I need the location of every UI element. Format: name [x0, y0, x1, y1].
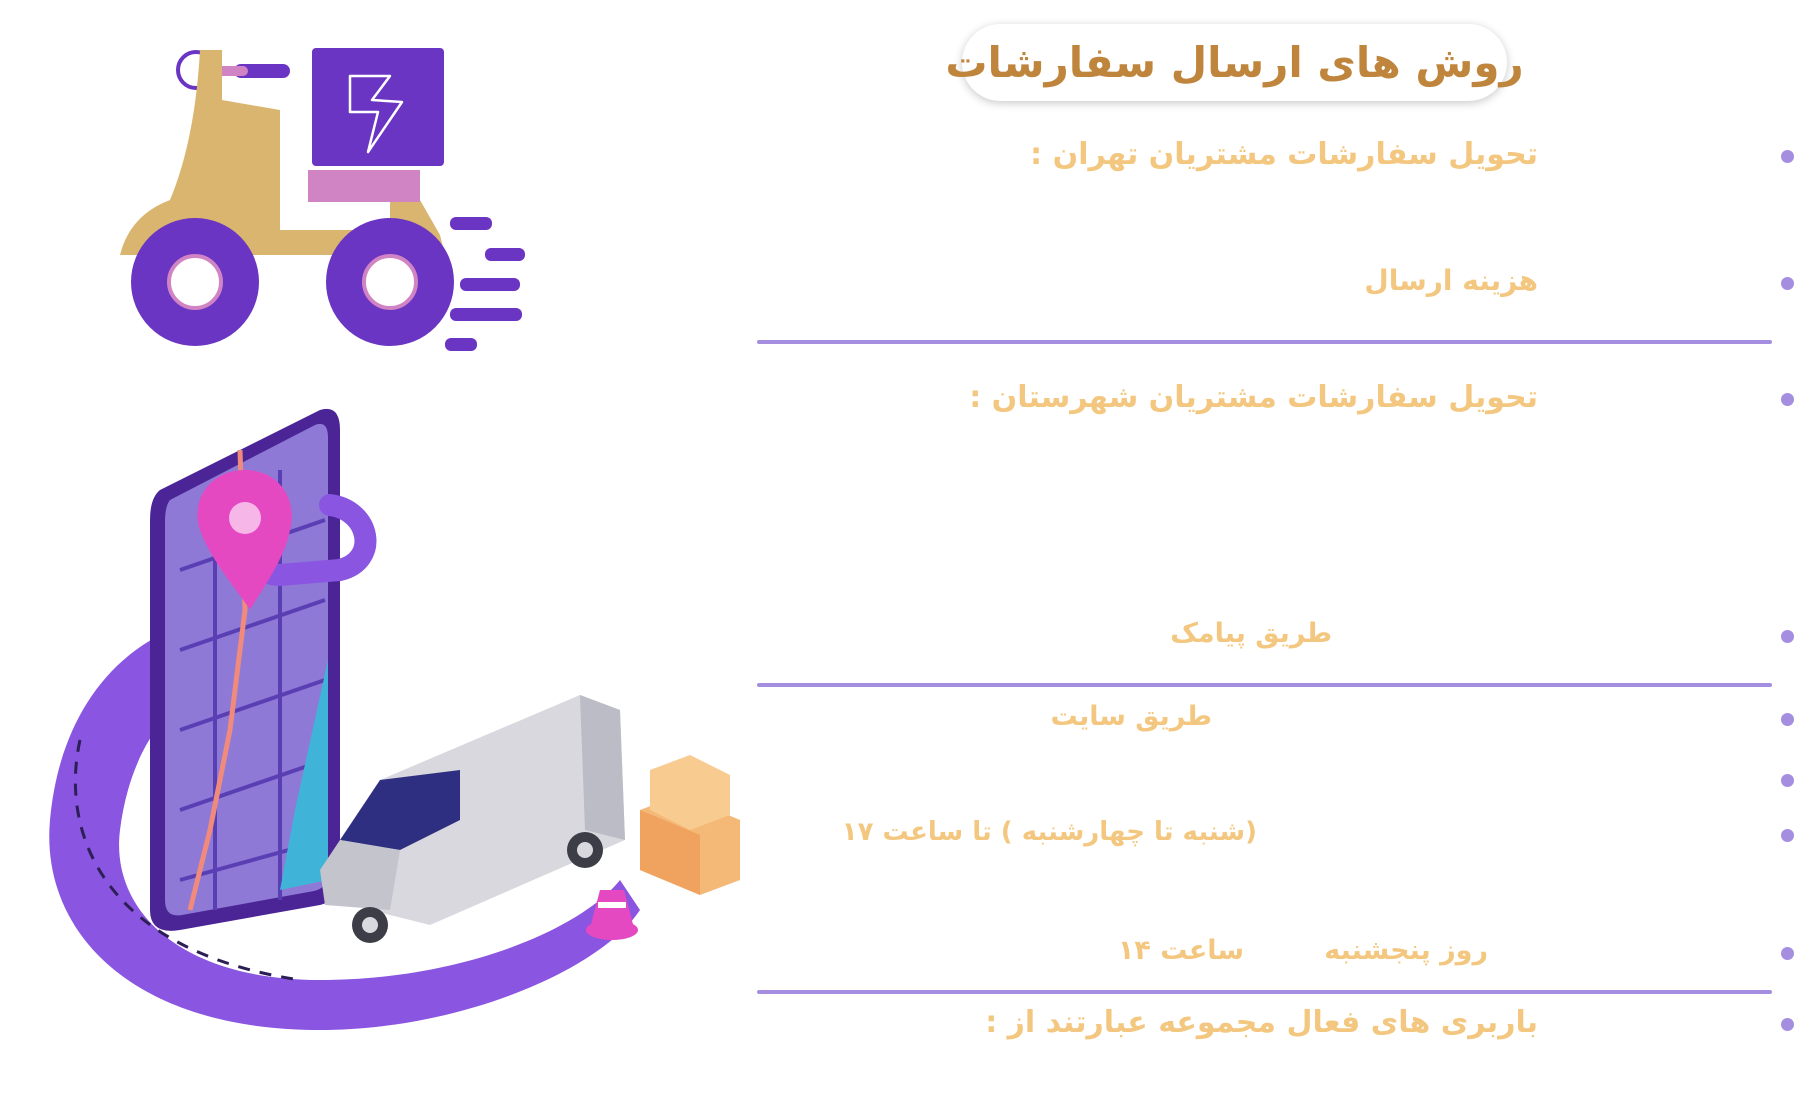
location-pin-icon [197, 470, 292, 610]
shipping-cost-label: هزینه ارسال [1364, 264, 1538, 297]
page-title: روش های ارسال سفارشات [945, 38, 1524, 87]
bullet-weekday [1781, 829, 1794, 842]
bullet-tehran [1781, 150, 1794, 163]
cardboard-boxes-illustration [640, 755, 740, 895]
divider-2 [757, 683, 1772, 687]
provinces-heading: تحویل سفارشات مشتریان شهرستان : [969, 380, 1538, 415]
phone-map-illustration [49, 408, 740, 1030]
weekday-hours-label: (شنبه تا چهارشنبه ) تا ساعت ۱۷ [841, 817, 1257, 847]
bullet-site [1781, 713, 1794, 726]
via-sms-label: طریق پیامک [1170, 618, 1332, 649]
thursday-day-label: روز پنجشنبه [1324, 935, 1488, 966]
bullet-thursday [1781, 947, 1794, 960]
carriers-heading: باربری های فعال مجموعه عبارتند از : [985, 1005, 1538, 1040]
divider-3 [757, 990, 1772, 994]
delivery-van-illustration [320, 695, 625, 943]
delivery-scooter-illustration [120, 48, 525, 351]
bullet-carriers [1781, 1018, 1794, 1031]
traffic-cone-icon [586, 890, 638, 940]
thursday-hours-label: ساعت ۱۴ [1117, 935, 1244, 966]
via-site-label: طریق سایت [1050, 701, 1212, 732]
bullet-provinces [1781, 393, 1794, 406]
bullet-shipping-cost [1781, 277, 1794, 290]
tehran-heading: تحویل سفارشات مشتریان تهران : [1030, 137, 1538, 172]
bullet-sms [1781, 630, 1794, 643]
lightning-icon [348, 74, 404, 154]
title-pill: روش های ارسال سفارشات [945, 24, 1524, 101]
divider-1 [757, 340, 1772, 344]
bullet-empty [1781, 774, 1794, 787]
